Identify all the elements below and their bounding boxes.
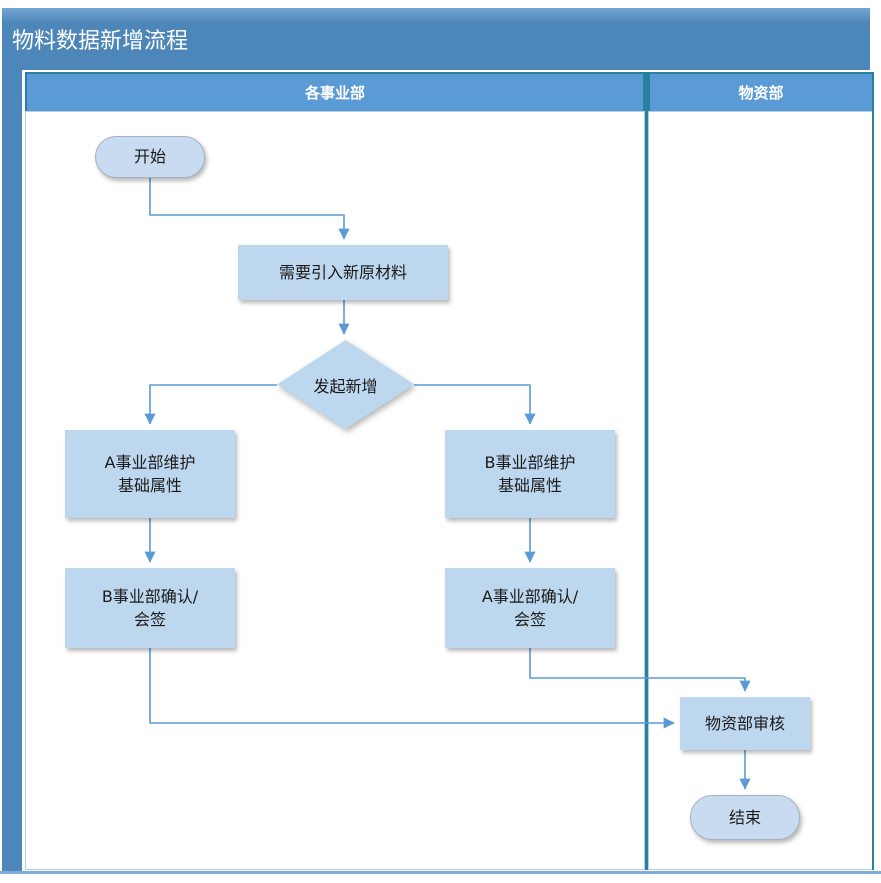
node-division-a-maintain: A事业部维护 基础属性 <box>65 430 235 518</box>
node-label-line1: A事业部确认/ <box>481 586 579 606</box>
node-label-line2: 基础属性 <box>117 476 182 495</box>
lane-label: 各事业部 <box>304 84 365 102</box>
title-band-left-strip <box>2 70 22 871</box>
diagram-title-bar: 物料数据新增流程 <box>2 8 870 70</box>
bottom-border-line <box>0 871 881 874</box>
lane-header-materials-dept: 物资部 <box>648 72 874 113</box>
node-materials-dept-review: 物资部审核 <box>680 697 810 750</box>
node-label-line2: 基础属性 <box>497 476 562 495</box>
node-label: 发起新增 <box>313 376 378 396</box>
node-division-b-confirm: B事业部确认/ 会签 <box>65 568 235 648</box>
node-label: 物资部审核 <box>704 713 785 733</box>
node-label-line1: B事业部确认/ <box>101 586 199 606</box>
node-start-terminator: 开始 <box>95 136 205 178</box>
node-label-line2: 会签 <box>513 610 546 629</box>
node-division-b-maintain: B事业部维护 基础属性 <box>445 430 615 518</box>
node-label: 结束 <box>728 807 761 827</box>
lane-body-materials-dept <box>648 111 874 870</box>
lane-label: 物资部 <box>738 84 784 102</box>
node-decision-initiate-addition: 发起新增 <box>277 340 414 429</box>
node-label: 开始 <box>133 147 166 167</box>
node-label-line2: 会签 <box>133 610 166 629</box>
node-label: 需要引入新原材料 <box>278 262 407 282</box>
node-label-line1: B事业部维护 <box>484 452 576 472</box>
node-division-a-confirm: A事业部确认/ 会签 <box>445 568 615 648</box>
lane-divider <box>645 72 648 870</box>
lane-right-border <box>872 72 874 870</box>
lane-header-business-divisions: 各事业部 <box>25 72 645 113</box>
decision-diamond-shape: 发起新增 <box>277 340 414 429</box>
node-label-line1: A事业部维护 <box>104 452 196 472</box>
diagram-title: 物料数据新增流程 <box>12 29 189 54</box>
node-end-terminator: 结束 <box>690 795 800 840</box>
node-need-new-material: 需要引入新原材料 <box>238 245 448 300</box>
